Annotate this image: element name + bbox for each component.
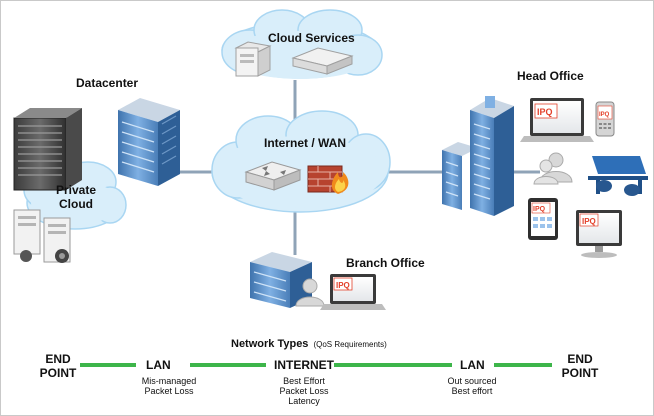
head-office-label: Head Office — [517, 69, 584, 83]
datacenter-building-icon — [118, 98, 180, 186]
branch-screen-text: IPQ — [336, 281, 350, 290]
head-office-tablet-icon: IPQ — [528, 198, 558, 240]
head-office-phone-icon: IPQ — [595, 101, 615, 137]
network-types-subtitle: (QoS Requirements) — [313, 340, 387, 349]
cloud-services-label: Cloud Services — [268, 31, 355, 45]
head-office-workstation-icon — [588, 156, 648, 196]
router-icon — [244, 161, 302, 191]
headoffice-top-screen-text: IPQ — [537, 107, 553, 117]
branch-laptop-icon: IPQ — [320, 274, 386, 310]
head-office-buildings-icon — [442, 96, 514, 216]
cloud-appliance-icon — [291, 47, 354, 75]
endpoint-right-label: END POINT — [561, 352, 599, 380]
lan-right-description: Out sourced Best effort — [447, 376, 497, 396]
firewall-icon — [307, 165, 349, 194]
internet-description: Best Effort Packet Loss Latency — [279, 376, 329, 406]
lan-left-description: Mis-managed Packet Loss — [141, 376, 197, 396]
head-office-users-icon — [533, 152, 573, 185]
phone-screen-text: IPQ — [599, 112, 610, 118]
cloud-server-icon — [234, 41, 272, 77]
internet-wan-cloud — [211, 110, 391, 213]
headoffice-bottom-screen-text: IPQ — [582, 217, 596, 226]
network-types-title: Network Types (QoS Requirements) — [231, 338, 387, 350]
private-cloud-servers-icon — [13, 209, 71, 263]
lan-left-label: LAN — [146, 358, 171, 372]
internet-wan-label: Internet / WAN — [264, 136, 347, 150]
internet-label: INTERNET — [274, 358, 334, 372]
lan-right-label: LAN — [460, 358, 485, 372]
branch-office-label: Branch Office — [346, 256, 425, 270]
network-types-title-text: Network Types — [231, 338, 309, 350]
endpoint-left-label: END POINT — [39, 352, 77, 380]
tablet-screen-text: IPQ — [533, 206, 546, 213]
datacenter-label: Datacenter — [76, 76, 139, 90]
private-cloud-label: Private Cloud — [55, 183, 97, 211]
datacenter-rack-icon — [13, 108, 82, 191]
head-office-monitor-top-icon: IPQ — [520, 98, 594, 142]
head-office-monitor-bottom-icon: IPQ — [576, 210, 622, 258]
branch-building-icon — [250, 252, 312, 308]
